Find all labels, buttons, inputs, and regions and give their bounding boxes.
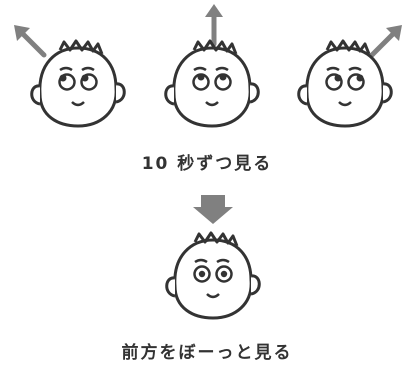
step-2-caption: 前方をぼーっと見る <box>121 343 293 363</box>
step-1-caption: 10 秒ずつ見る <box>141 154 273 174</box>
face-looking-up-left <box>30 39 126 128</box>
face-looking-up-right <box>297 39 393 128</box>
arrow-up-right-icon <box>369 25 402 58</box>
arrow-down-icon <box>193 195 233 224</box>
arrow-up-icon <box>205 4 223 47</box>
arrow-up-left-icon <box>14 25 47 58</box>
face-looking-forward <box>165 231 261 320</box>
face-looking-up <box>164 39 260 128</box>
